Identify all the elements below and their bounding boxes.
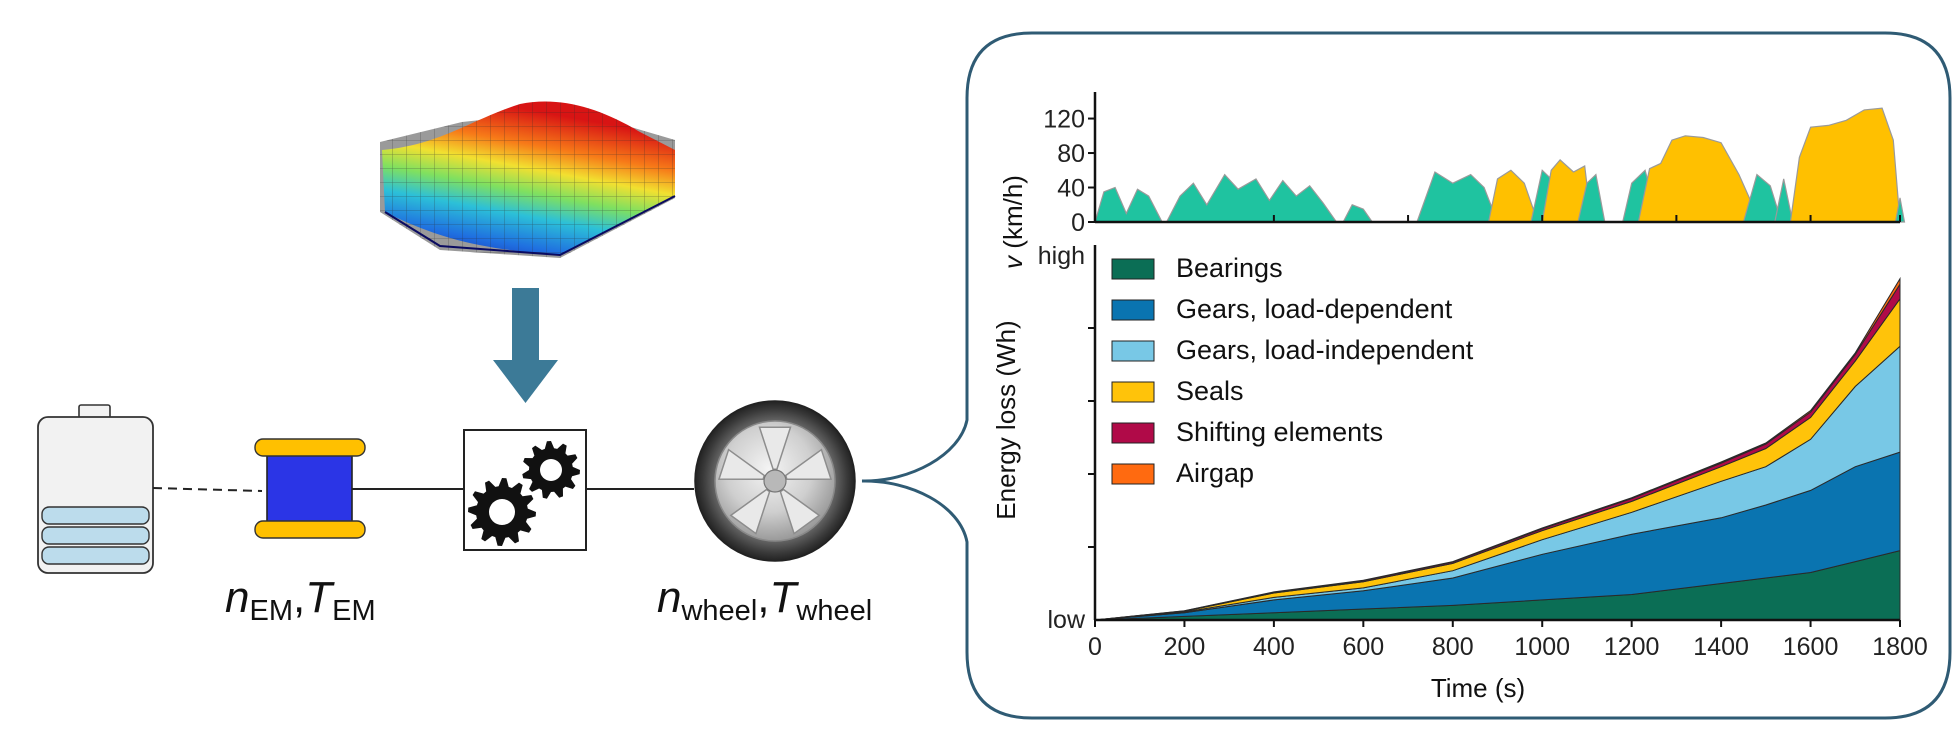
loss-x-tick-label: 1800 (1872, 633, 1928, 661)
loss-x-tick-label: 1200 (1604, 633, 1660, 661)
loss-x-tick-label: 0 (1088, 633, 1102, 661)
legend-label: Gears, load-independent (1176, 335, 1474, 365)
loss-x-tick-label: 1600 (1783, 633, 1839, 661)
speed-y-tick-label: 0 (1071, 209, 1085, 237)
electric-motor-icon (254, 438, 366, 539)
legend-label: Seals (1176, 376, 1244, 406)
motor-quantity-label: nEM,TEM (225, 573, 376, 627)
loss-x-tick-label: 600 (1342, 633, 1384, 661)
em-speed-symbol: n (225, 573, 249, 622)
legend-swatch (1111, 299, 1155, 321)
speed-segment (1165, 173, 1338, 223)
legend-swatch (1111, 258, 1155, 280)
svg-text:nwheel,Twheel: nwheel,Twheel (657, 573, 872, 627)
legend-swatch (1111, 340, 1155, 362)
legend-swatch (1111, 422, 1155, 444)
wheel-torque-subscript: wheel (795, 595, 872, 627)
legend-label: Gears, load-dependent (1176, 294, 1453, 324)
speed-y-tick-label: 120 (1043, 106, 1085, 134)
wheel-icon (694, 400, 856, 562)
em-speed-subscript: EM (249, 595, 293, 627)
legend-label: Shifting elements (1176, 417, 1383, 447)
em-torque-symbol: T (305, 573, 335, 622)
loss-area-airgap (1094, 276, 1901, 621)
speed-chart: v (km/h) 0 40 80 120 (998, 92, 1906, 269)
loss-y-tick-low: low (1047, 606, 1085, 634)
speed-segment (1789, 107, 1901, 223)
battery-icon (37, 404, 154, 574)
legend-swatch (1111, 463, 1155, 485)
loss-x-tick-label: 1400 (1693, 633, 1749, 661)
loss-y-tick-high: high (1038, 242, 1085, 270)
speed-y-tick-label: 40 (1057, 175, 1085, 203)
loss-x-tick-label: 1000 (1514, 633, 1570, 661)
speed-y-tick-label: 80 (1057, 140, 1085, 168)
legend-label: Airgap (1176, 458, 1254, 488)
wheel-torque-symbol: T (770, 573, 800, 622)
efficiency-map-icon (380, 101, 676, 258)
loss-x-tick-label: 800 (1432, 633, 1474, 661)
wheel-separator: , (757, 573, 769, 622)
legend-swatch (1111, 381, 1155, 403)
speed-segment (1094, 186, 1164, 223)
down-arrow-icon (493, 288, 558, 403)
svg-text:nEM,TEM: nEM,TEM (225, 573, 376, 627)
legend-label: Bearings (1176, 253, 1283, 283)
energy-axis-label: Energy loss (Wh) (991, 320, 1021, 519)
gearbox-icon (463, 429, 587, 551)
battery-motor-connector (152, 487, 263, 492)
energy-loss-chart: 0 200 400 600 800 1000 1200 1400 1600 1800 low high… (991, 242, 1928, 703)
wheel-speed-subscript: wheel (680, 595, 757, 627)
loss-x-tick-label: 200 (1164, 633, 1206, 661)
time-axis-label: Time (s) (1431, 673, 1525, 703)
wheel-quantity-label: nwheel,Twheel (657, 573, 872, 627)
em-separator: , (293, 573, 305, 622)
wheel-speed-symbol: n (657, 573, 681, 622)
em-torque-subscript: EM (332, 595, 376, 627)
speed-axis-label: v (km/h) (998, 175, 1028, 269)
loss-x-tick-label: 400 (1253, 633, 1295, 661)
speed-axis-unit: (km/h) (998, 175, 1028, 256)
speed-axis-symbol: v (998, 254, 1028, 269)
